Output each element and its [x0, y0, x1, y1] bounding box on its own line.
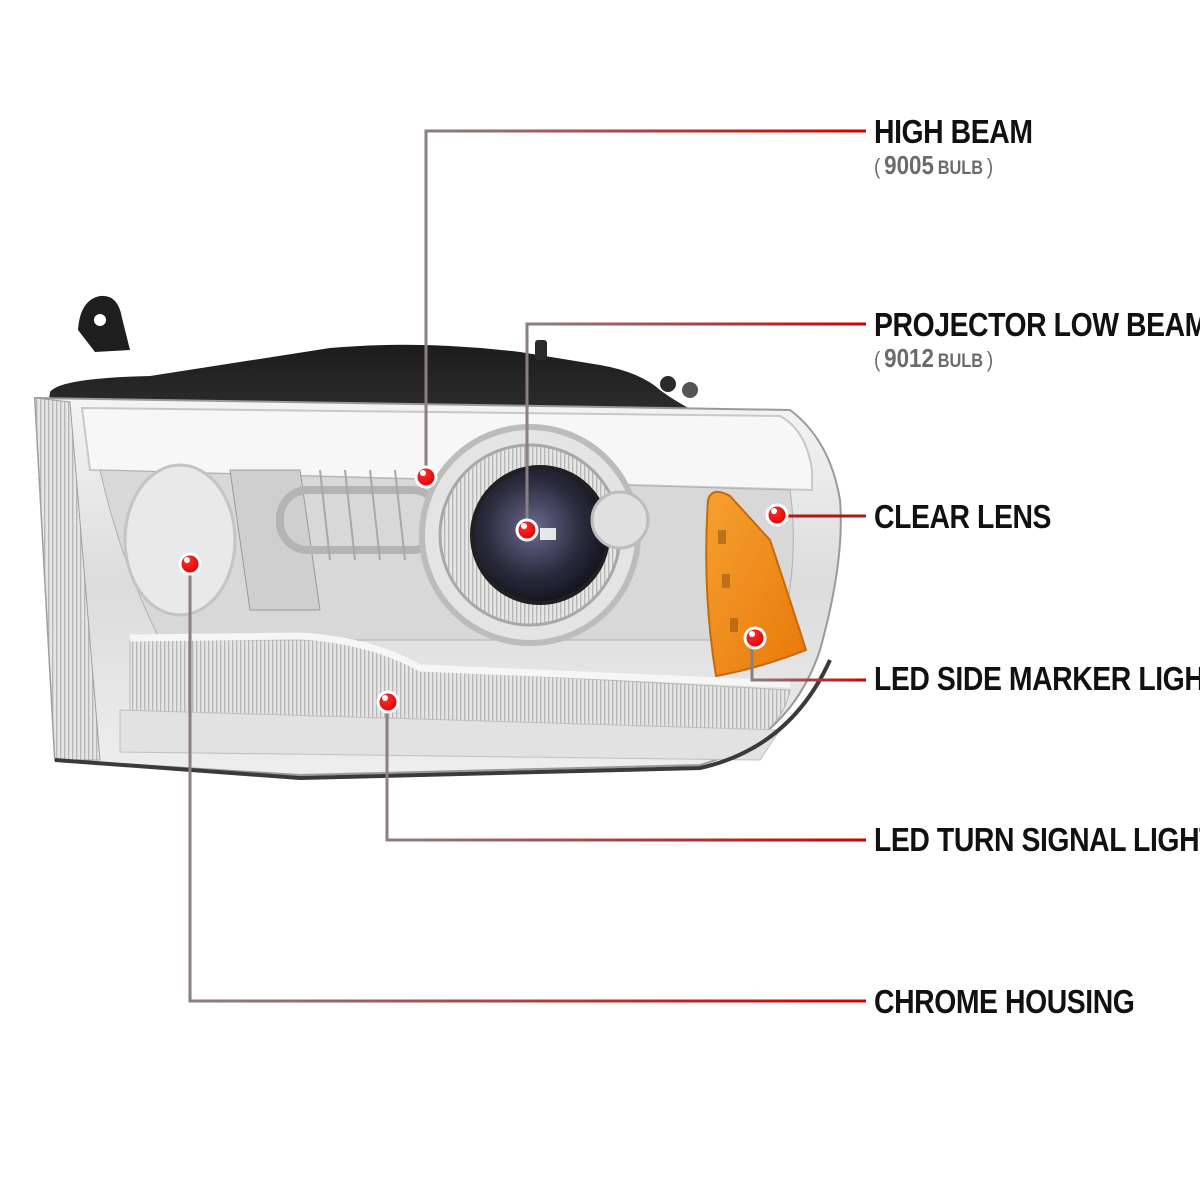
bulb-unit: BULB: [937, 351, 984, 372]
bulb-number: 9005: [884, 150, 934, 180]
leader-led-turn-signal-light: [385, 704, 866, 842]
paren-open: (: [874, 347, 881, 372]
label-led-turn-signal-light: LED TURN SIGNAL LIGHT: [874, 821, 1200, 858]
leader-chrome-housing: [188, 566, 866, 1003]
dot-clear-lens: [765, 503, 789, 527]
dot-led-turn-signal-light: [376, 690, 400, 714]
dot-high-beam: [414, 465, 438, 489]
leader-lines: [188, 129, 866, 1003]
headlight-illustration: [33, 295, 842, 781]
label-clear-lens: CLEAR LENS: [874, 498, 1052, 535]
label-chrome-housing: CHROME HOUSING: [874, 983, 1135, 1020]
bulb-number: 9012: [884, 343, 934, 373]
dot-projector-low-beam: [515, 518, 539, 542]
sub-projector-low-beam: ( 9012 BULB ): [874, 345, 993, 371]
paren-open: (: [874, 154, 881, 179]
dot-chrome-housing: [178, 552, 202, 576]
leader-projector-low-beam: [525, 322, 866, 530]
label-high-beam: HIGH BEAM: [874, 113, 1033, 150]
label-led-side-marker-light: LED SIDE MARKER LIGHT: [874, 660, 1200, 697]
leader-high-beam: [424, 129, 866, 475]
paren-close: ): [986, 347, 994, 372]
dot-led-side-marker-light: [743, 626, 767, 650]
callout-dots: [178, 465, 789, 714]
leader-led-side-marker-light: [750, 640, 866, 682]
paren-close: ): [986, 154, 994, 179]
label-projector-low-beam: PROJECTOR LOW BEAM: [874, 306, 1200, 343]
bulb-unit: BULB: [937, 158, 984, 179]
sub-high-beam: ( 9005 BULB ): [874, 152, 993, 178]
